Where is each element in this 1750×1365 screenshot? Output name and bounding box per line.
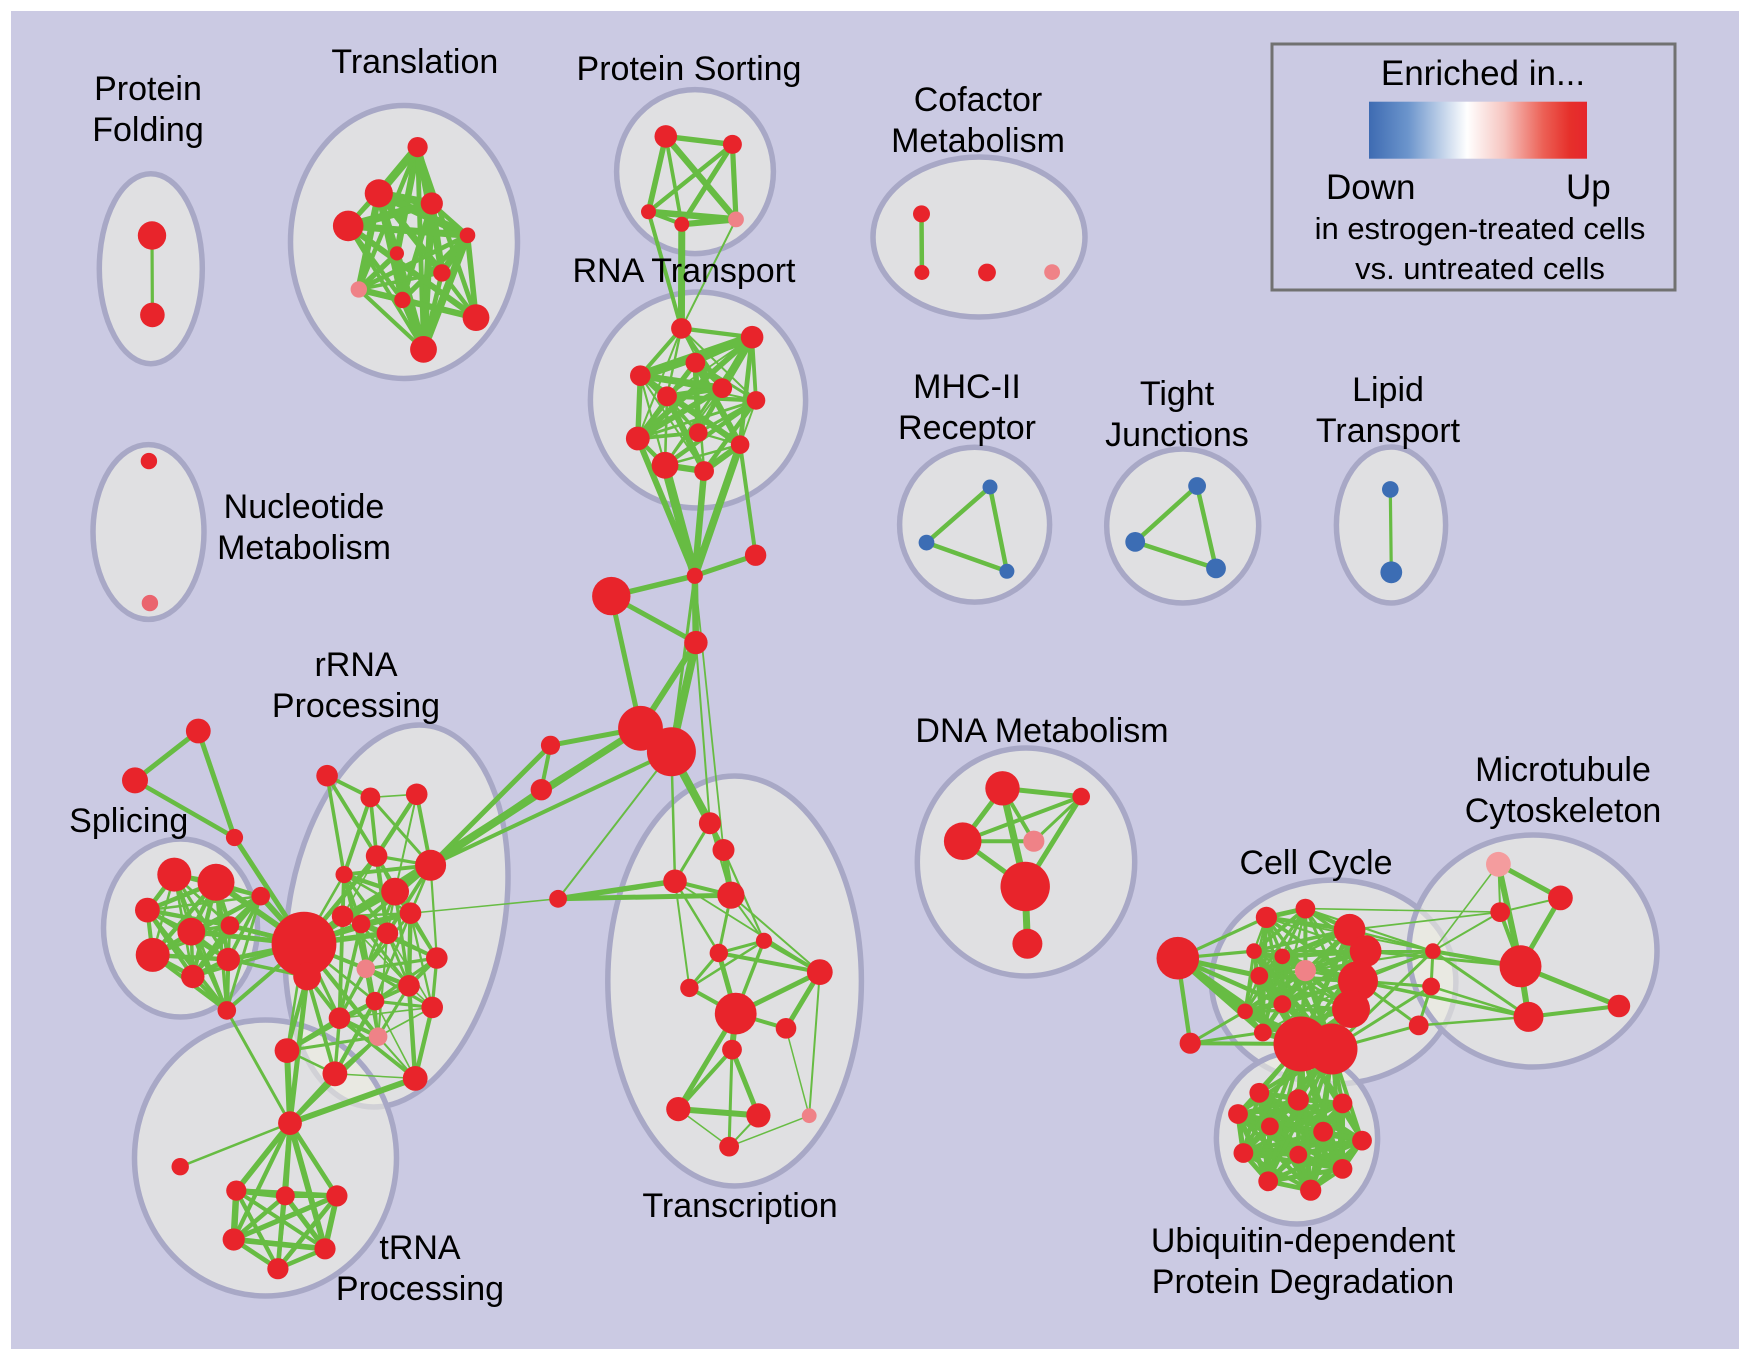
svg-text:Protein Degradation: Protein Degradation [1152,1263,1454,1301]
svg-text:in estrogen-treated cells: in estrogen-treated cells [1315,211,1646,246]
svg-text:Folding: Folding [92,111,204,149]
svg-text:Cytoskeleton: Cytoskeleton [1465,792,1662,830]
svg-text:Metabolism: Metabolism [217,529,391,567]
svg-text:Transport: Transport [1316,412,1461,450]
svg-text:DNA Metabolism: DNA Metabolism [915,712,1168,750]
svg-text:Cofactor: Cofactor [914,81,1043,119]
svg-text:vs. untreated cells: vs. untreated cells [1355,251,1605,286]
svg-text:Junctions: Junctions [1105,416,1249,454]
svg-text:Ubiquitin-dependent: Ubiquitin-dependent [1151,1222,1456,1260]
svg-text:Transcription: Transcription [642,1187,837,1225]
svg-text:Microtubule: Microtubule [1475,751,1651,789]
svg-text:Nucleotide: Nucleotide [224,488,385,526]
svg-text:Translation: Translation [331,43,498,81]
svg-text:Lipid: Lipid [1352,371,1424,409]
svg-text:Metabolism: Metabolism [891,122,1065,160]
svg-text:rRNA: rRNA [314,646,397,684]
svg-text:MHC-II: MHC-II [913,368,1021,406]
svg-text:Tight: Tight [1140,375,1215,413]
svg-text:Processing: Processing [336,1270,504,1308]
svg-text:Processing: Processing [272,687,440,725]
svg-text:Down: Down [1326,168,1415,207]
svg-text:Cell Cycle: Cell Cycle [1239,844,1392,882]
svg-text:Receptor: Receptor [898,409,1036,447]
svg-text:Protein: Protein [94,70,202,108]
svg-text:Protein Sorting: Protein Sorting [577,50,802,88]
svg-text:Splicing: Splicing [69,802,188,840]
svg-text:RNA Transport: RNA Transport [573,252,797,290]
svg-text:Enriched in...: Enriched in... [1381,54,1585,93]
svg-text:tRNA: tRNA [379,1229,461,1267]
svg-text:Up: Up [1566,168,1611,207]
